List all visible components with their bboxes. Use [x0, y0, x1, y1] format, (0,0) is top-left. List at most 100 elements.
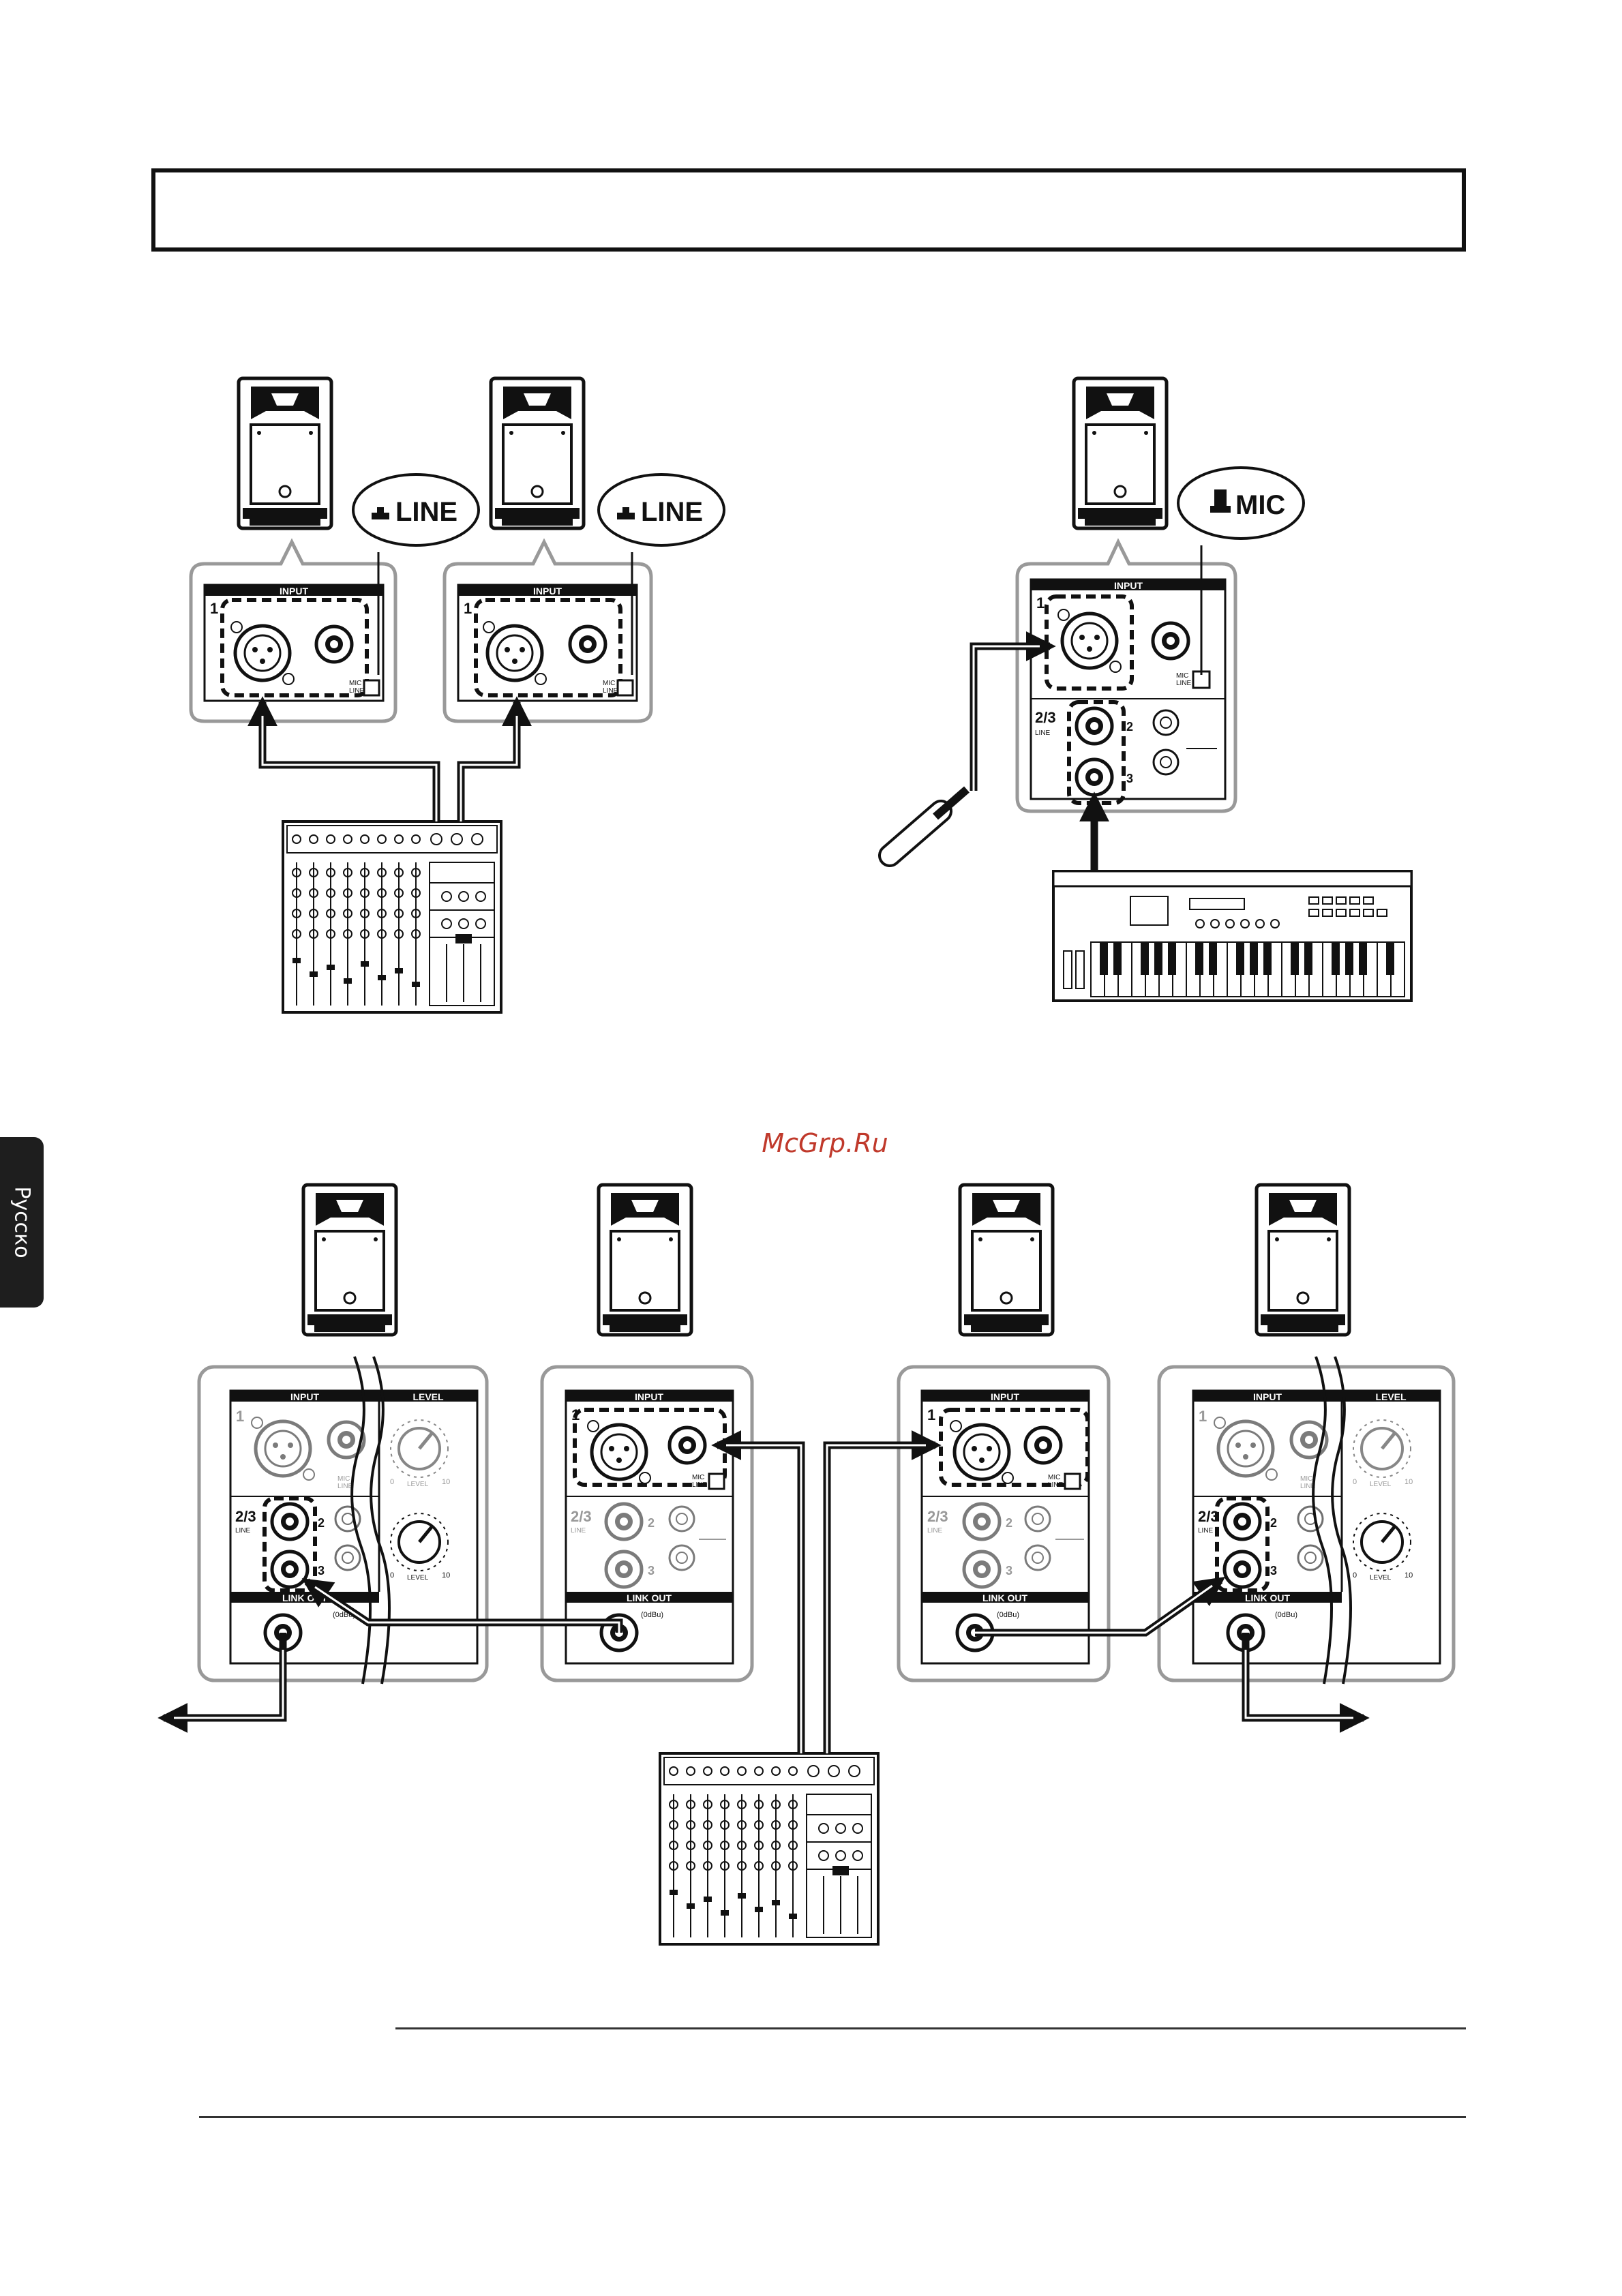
panel-input-label: INPUT: [635, 1391, 663, 1402]
mixer-icon: [282, 820, 502, 1014]
rca-jack-icon: [668, 1544, 695, 1571]
link-panel-bottom-4: INPUT LEVEL 1 MIC LINE 2/3 LINE 2 3 0 10…: [1157, 1356, 1456, 1685]
phone-jack-icon: [1225, 1504, 1260, 1539]
footer-rule-bottom: [199, 2116, 1466, 2118]
phone-jack-icon: [570, 626, 605, 662]
line-callout-1: LINE: [352, 473, 480, 675]
channel-1-label: 1: [464, 600, 472, 617]
line-input-label: LINE: [235, 1527, 251, 1535]
input-panel-top-3: INPUT 1 MIC LINE 2/3 LINE 2 3: [1015, 538, 1237, 813]
phone-jack-icon: [964, 1552, 1000, 1587]
panel-input-label: INPUT: [991, 1391, 1019, 1402]
speaker-icon: [303, 1185, 396, 1335]
channel-1-label: 1: [210, 600, 218, 617]
line-callout-2: LINE: [597, 473, 725, 675]
mic-switch-label: MIC: [1048, 1474, 1060, 1481]
link-out-level-label: (0dBu): [997, 1611, 1019, 1619]
link-panel-bottom-2: INPUT 1 MIC LINE 2/3 LINE 2 3 LINK OUT (…: [540, 1365, 754, 1682]
channel-3-label: 3: [318, 1564, 325, 1577]
channel-1-label: 1: [236, 1408, 244, 1425]
channel-1-label: 1: [1199, 1408, 1207, 1425]
line-switch-label: LINE: [349, 687, 365, 695]
input-panel-top-1: INPUT 1 MIC LINE: [189, 538, 397, 723]
channel-2-label: 2: [1126, 720, 1133, 734]
line-switch-label: LINE: [1048, 1481, 1064, 1489]
phone-jack-icon: [272, 1552, 307, 1587]
microphone-icon: [878, 786, 970, 867]
channel-23-label: 2/3: [1035, 709, 1056, 726]
speaker-icon: [239, 378, 331, 528]
line-switch-label: LINE: [337, 1483, 353, 1490]
knob-min-label: 0: [390, 1478, 394, 1486]
channel-1-label: 1: [927, 1406, 935, 1423]
speaker-icon: [491, 378, 584, 528]
link-out-level-label: (0dBu): [1275, 1611, 1297, 1619]
mixer-icon: [659, 1752, 880, 1946]
knob-min-label: 0: [1353, 1571, 1357, 1580]
knob-level-label: LEVEL: [1370, 1481, 1392, 1488]
line-switch-label: LINE: [1176, 680, 1192, 687]
channel-2-label: 2: [1006, 1516, 1012, 1530]
section-header-box: [151, 168, 1466, 252]
line-switch-label: LINE: [692, 1481, 708, 1489]
panel-input-label: INPUT: [1253, 1391, 1282, 1402]
phone-jack-icon: [1077, 759, 1112, 795]
phone-jack-icon: [1153, 623, 1188, 659]
keyboard-icon: [1052, 870, 1413, 1002]
line-input-label: LINE: [571, 1527, 586, 1535]
knob-max-label: 10: [442, 1571, 450, 1580]
line-input-label: LINE: [1198, 1527, 1214, 1535]
link-panel-bottom-1: INPUT LEVEL 1 MIC LINE 2/3 LINE 2 3 0 10…: [197, 1356, 489, 1685]
channel-2-label: 2: [1270, 1516, 1277, 1530]
phone-jack-icon: [272, 1504, 307, 1539]
speaker-icon: [1257, 1185, 1349, 1335]
input-panel-top-2: INPUT 1 MIC LINE: [442, 538, 653, 723]
rca-jack-icon: [334, 1544, 361, 1571]
speaker-icon: [960, 1185, 1053, 1335]
footer-rule-top: [395, 2027, 1466, 2029]
mic-switch-label: MIC: [692, 1474, 704, 1481]
knob-min-label: 0: [390, 1571, 394, 1580]
knob-level-label: LEVEL: [1370, 1574, 1392, 1582]
mic-switch-label: MIC: [337, 1475, 350, 1483]
panel-input-label: INPUT: [280, 586, 308, 596]
panel-input-label: INPUT: [533, 586, 562, 596]
line-input-label: LINE: [1035, 729, 1051, 737]
channel-23-label: 2/3: [235, 1508, 256, 1525]
mic-switch-label: MIC: [1176, 672, 1188, 680]
link-out-label: LINK OUT: [1245, 1592, 1291, 1603]
channel-23-label: 2/3: [927, 1508, 948, 1525]
channel-3-label: 3: [1270, 1564, 1277, 1577]
rca-jack-icon: [1297, 1505, 1324, 1532]
channel-1-label: 1: [1036, 594, 1045, 611]
line-switch-label: LINE: [603, 687, 618, 695]
knob-max-label: 10: [1405, 1478, 1413, 1486]
phone-jack-icon: [606, 1504, 642, 1539]
knob-level-label: LEVEL: [407, 1574, 429, 1582]
phone-jack-icon: [316, 626, 352, 662]
channel-2-label: 2: [648, 1516, 655, 1530]
knob-min-label: 0: [1353, 1478, 1357, 1486]
mic-switch-label: MIC: [349, 680, 361, 687]
phone-jack-icon: [1025, 1428, 1061, 1463]
link-out-label: LINK OUT: [627, 1592, 672, 1603]
knob-max-label: 10: [1405, 1571, 1413, 1580]
link-out-label: LINK OUT: [982, 1592, 1028, 1603]
channel-23-label: 2/3: [571, 1508, 592, 1525]
link-panel-bottom-3: INPUT 1 MIC LINE 2/3 LINE 2 3 LINK OUT (…: [897, 1365, 1111, 1682]
phone-jack-icon: [1225, 1552, 1260, 1587]
panel-input-label: INPUT: [1114, 580, 1143, 591]
phone-jack-icon: [606, 1552, 642, 1587]
mic-switch-label: MIC: [603, 680, 615, 687]
channel-3-label: 3: [1126, 772, 1133, 785]
rca-jack-icon: [1152, 749, 1180, 776]
rca-jack-icon: [1297, 1544, 1324, 1571]
speaker-icon: [599, 1185, 691, 1335]
channel-3-label: 3: [648, 1564, 655, 1577]
mic-callout-label: MIC: [1235, 490, 1285, 520]
watermark: McGrp.Ru: [762, 1128, 888, 1158]
mic-callout: MIC: [1177, 466, 1305, 675]
rca-jack-icon: [668, 1505, 695, 1532]
line-input-label: LINE: [927, 1527, 943, 1535]
knob-level-label: LEVEL: [407, 1481, 429, 1488]
